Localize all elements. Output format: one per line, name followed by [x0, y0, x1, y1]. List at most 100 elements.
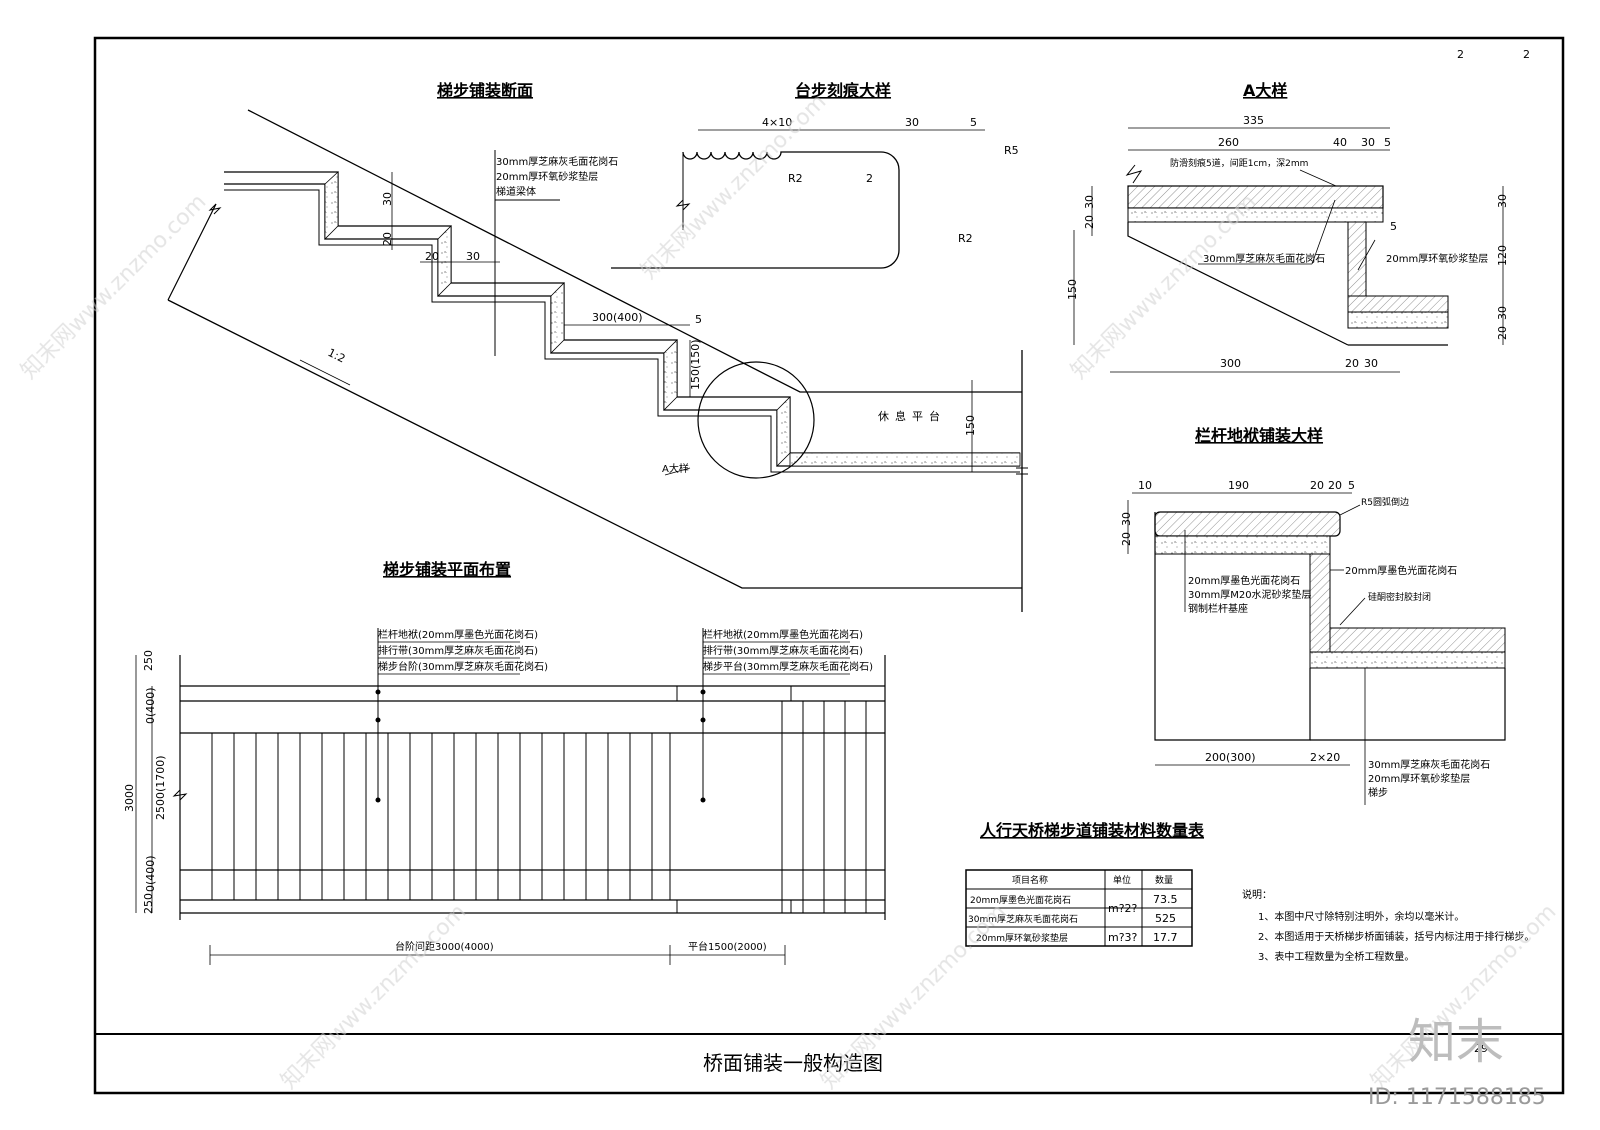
groove-dim-4x10: 4×10 [762, 116, 792, 129]
frame-page-mark: 29 [1474, 1042, 1488, 1055]
notes-item-2: 2、本图适用于天桥梯步桥面铺装，括号内标注用于排行梯步。 [1258, 930, 1534, 943]
table-title: 人行天桥梯步道铺装材料数量表 [980, 821, 1205, 840]
detaila-dim-30v: 30 [1083, 195, 1096, 209]
section-dim-150: 150 [964, 415, 977, 436]
frame-title: 桥面铺装一般构造图 [703, 1051, 883, 1075]
table-header-unit: 单位 [1113, 874, 1131, 886]
groove-dim-30: 30 [905, 116, 919, 129]
detaila-dim-30r2: 30 [1496, 306, 1509, 320]
detaila-dim-5v: 5 [1390, 220, 1397, 233]
groove-detail: 台步刻痕大样 4×10 30 5 R5 R2 2 R2 [611, 81, 1019, 269]
railing-detail: 栏杆地袱铺装大样 10 190 20 20 5 R5圆弧倒边 20mm厚墨色光面… [1120, 426, 1506, 805]
watermark-text-1: 知末网www.znzmo.com [17, 189, 212, 384]
table-row-1-unit: m?2? [1108, 902, 1138, 915]
detaila-dim-150: 150 [1066, 279, 1079, 300]
railing-note-6: 30mm厚芝麻灰毛面花岗石 [1368, 758, 1490, 771]
notes-item-3: 3、表中工程数量为全桥工程数量。 [1258, 950, 1414, 963]
detaila-dim-20r: 20 [1496, 326, 1509, 340]
plan-right-label-3: 梯步平台(30mm厚芝麻灰毛面花岗石) [703, 660, 873, 673]
detaila-dim-20b: 20 [1345, 357, 1359, 370]
railing-note-8: 梯步 [1368, 786, 1388, 799]
section-title: 梯步铺装断面 [437, 81, 533, 100]
railing-note-2: 30mm厚M20水泥砂浆垫层 [1188, 588, 1312, 601]
section-dim-300: 300(400) [592, 311, 643, 324]
table-row-3-name: 20mm厚环氧砂浆垫层 [976, 932, 1068, 944]
section-dim-30b: 30 [466, 250, 480, 263]
detaila-note-1: 防滑刻痕5道，间距1cm，深2mm [1170, 157, 1308, 169]
plan-right-label-1: 栏杆地袱(20mm厚墨色光面花岗石) [703, 628, 863, 641]
stair-section: 梯步铺装断面 30mm厚芝麻灰毛面花岗石 20mm厚环氧砂浆垫层 梯道梁体 30… [167, 81, 1028, 612]
plan-vdim-2500: 2500(1700) [154, 755, 167, 820]
railing-dim-10: 10 [1138, 479, 1152, 492]
detaila-dim-260: 260 [1218, 136, 1239, 149]
detail-a-circle [697, 361, 815, 479]
stair-bottom-slope [167, 299, 1022, 589]
plan-right-label-2: 排行带(30mm厚芝麻灰毛面花岗石) [703, 644, 863, 657]
quantity-table: 人行天桥梯步道铺装材料数量表 项目名称 单位 数量 20mm厚墨色光面花岗石 m… [965, 821, 1205, 947]
watermark-id: ID: 1171588185 [1368, 1085, 1546, 1110]
table-row-1-qty: 73.5 [1153, 893, 1178, 906]
plan-vdim-3000: 3000 [123, 784, 136, 812]
table-header-name: 项目名称 [1012, 874, 1048, 886]
plan-vdim-400a: 0(400) [144, 687, 157, 724]
landing-label: 休息平台 [878, 409, 946, 423]
detail-a-title: A大样 [1243, 81, 1287, 100]
detaila-dim-5: 5 [1384, 136, 1391, 149]
railing-note-r5: R5圆弧倒边 [1361, 496, 1409, 508]
sheet-number-2: 2 [1523, 48, 1530, 61]
plan-hdim-steps: 台阶间距3000(4000) [395, 940, 494, 953]
railing-dim-30v: 30 [1120, 512, 1133, 526]
section-note-2: 20mm厚环氧砂浆垫层 [496, 170, 598, 183]
table-row-3-unit: m?3? [1108, 931, 1138, 944]
general-notes: 说明： 1、本图中尺寸除特别注明外，余均以毫米计。 2、本图适用于天桥梯步桥面铺… [1242, 888, 1534, 963]
stair-top-slope [247, 109, 1022, 393]
table-row-1-name: 20mm厚墨色光面花岗石 [970, 894, 1071, 906]
watermark-text-4: 知末网www.znzmo.com [277, 899, 472, 1094]
railing-dim-2x20: 2×20 [1310, 751, 1340, 764]
detail-a-tag: A大样 [662, 462, 689, 475]
plan-layout: 梯步铺装平面布置 栏杆地袱(20mm厚墨色光面花岗石) 排行带(30mm厚芝麻灰… [123, 560, 886, 965]
stair-paving [224, 171, 1021, 473]
detaila-note-2: 30mm厚芝麻灰毛面花岗石 [1203, 252, 1325, 265]
detail-a: A大样 335 260 40 30 5 防滑刻痕5道，间距1cm，深2mm 30… [1066, 81, 1509, 373]
detaila-dim-335: 335 [1243, 114, 1264, 127]
railing-dim-200: 200(300) [1205, 751, 1256, 764]
detaila-dim-30b: 30 [1364, 357, 1378, 370]
plan-left-label-1: 栏杆地袱(20mm厚墨色光面花岗石) [378, 628, 538, 641]
railing-note-3: 钢制栏杆基座 [1188, 602, 1248, 615]
watermark-logo: 知末 [1408, 1014, 1504, 1070]
detaila-dim-300: 300 [1220, 357, 1241, 370]
groove-depth: 2 [866, 172, 873, 185]
detaila-note-3: 20mm厚环氧砂浆垫层 [1386, 252, 1488, 265]
notes-title: 说明： [1242, 888, 1272, 901]
table-row-3-qty: 17.7 [1153, 931, 1178, 944]
section-dim-20: 20 [381, 232, 394, 246]
railing-note-4: 20mm厚墨色光面花岗石 [1345, 564, 1457, 577]
plan-hdim-landing: 平台1500(2000) [688, 940, 767, 953]
groove-r2: R2 [788, 172, 803, 185]
step-lines [211, 701, 867, 913]
railing-note-7: 20mm厚环氧砂浆垫层 [1368, 772, 1470, 785]
watermark-text-5: 知末网www.znzmo.com [817, 899, 1012, 1094]
section-dim-20b: 20 [425, 250, 439, 263]
slope-label: 1:2 [326, 346, 348, 365]
groove-r2b: R2 [958, 232, 973, 245]
groove-r5: R5 [1004, 144, 1019, 157]
plan-vdim-250b: 250 [142, 893, 155, 914]
plan-left-label-2: 排行带(30mm厚芝麻灰毛面花岗石) [378, 644, 538, 657]
drawing-frame: 2 2 桥面铺装一般构造图 29 [93, 36, 1565, 1095]
railing-dim-5: 5 [1348, 479, 1355, 492]
plan-vdim-250a: 250 [142, 650, 155, 671]
section-dim-30: 30 [381, 192, 394, 206]
railing-dim-20a: 20 [1310, 479, 1324, 492]
section-dim-150-150: 150(150) [689, 339, 702, 390]
section-note-1: 30mm厚芝麻灰毛面花岗石 [496, 155, 618, 168]
railing-note-5: 硅酮密封胶封闭 [1368, 591, 1431, 603]
detaila-dim-120: 120 [1496, 245, 1509, 266]
sheet-number-1: 2 [1457, 48, 1464, 61]
table-header-qty: 数量 [1155, 874, 1173, 886]
detaila-dim-30r: 30 [1496, 194, 1509, 208]
plan-left-label-3: 梯步台阶(30mm厚芝麻灰毛面花岗石) [378, 660, 548, 673]
groove-dim-5: 5 [970, 116, 977, 129]
groove-title: 台步刻痕大样 [795, 81, 891, 100]
